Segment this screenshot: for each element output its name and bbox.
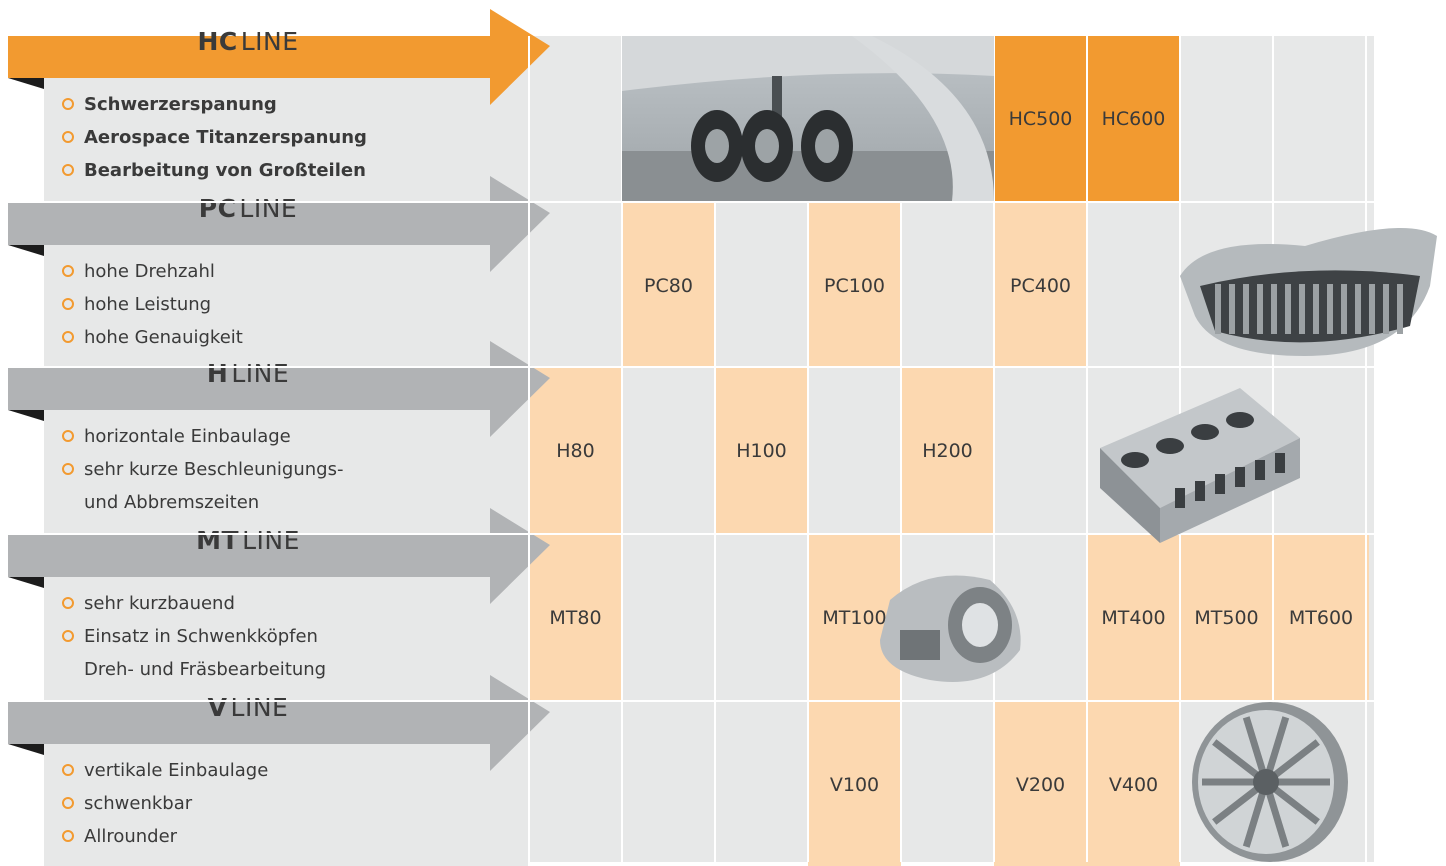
feature-v-2: Allrounder xyxy=(84,826,178,847)
model-cell-h200: H200 xyxy=(901,368,994,533)
bullet-icon xyxy=(62,797,74,809)
arrow-mt-line xyxy=(8,508,550,604)
bullet-icon xyxy=(62,597,74,609)
arrow-v-line xyxy=(8,675,550,771)
title-rest-part: LINE xyxy=(231,359,290,388)
aircraft-landing-gear-image xyxy=(622,36,994,201)
feature-v-1: schwenkbar xyxy=(84,793,193,814)
feature-hc-1: Aerospace Titanzerspanung xyxy=(84,127,367,148)
bullet-icon xyxy=(62,164,74,176)
cylinder-head-image xyxy=(1100,388,1300,543)
feature-pc-0: hohe Drehzahl xyxy=(84,261,215,282)
feature-h-1: sehr kurze Beschleunigungs- xyxy=(84,459,344,480)
feature-mt-0: sehr kurzbauend xyxy=(84,593,235,614)
arrow-hc-line xyxy=(8,9,550,105)
bullet-icon xyxy=(62,98,74,110)
bullet-icon xyxy=(62,830,74,842)
grid-divider xyxy=(993,36,995,862)
bullet-icon xyxy=(62,764,74,776)
row-divider xyxy=(44,366,1374,368)
model-cell-pc80: PC80 xyxy=(622,203,715,368)
arrow-h-line xyxy=(8,341,550,437)
car-grille-image xyxy=(1180,228,1437,356)
title-rest-part: LINE xyxy=(239,194,298,223)
model-cell-v100: V100 xyxy=(808,702,901,866)
title-bold-part: HC xyxy=(197,27,238,56)
row-divider xyxy=(44,700,1374,702)
arrow-pc-line xyxy=(8,176,550,272)
feature-hc-2: Bearbeitung von Großteilen xyxy=(84,160,366,181)
grid-divider xyxy=(621,36,623,862)
model-cell-pc100: PC100 xyxy=(808,203,901,368)
bullet-icon xyxy=(62,463,74,475)
grid-divider xyxy=(528,36,530,862)
feature-h-2: und Abbremszeiten xyxy=(84,492,260,513)
grid-divider xyxy=(1365,36,1367,862)
grid-divider xyxy=(714,36,716,862)
model-cell-mt100: MT100 xyxy=(808,535,901,700)
model-cell-mt400: MT400 xyxy=(1087,535,1180,700)
model-cell-mt600: MT600 xyxy=(1273,535,1369,700)
feature-mt-1: Einsatz in Schwenkköpfen xyxy=(84,626,318,647)
title-bold-part: V xyxy=(207,693,228,722)
bullet-icon xyxy=(62,131,74,143)
row-divider xyxy=(44,201,1374,203)
title-rest-part: LINE xyxy=(240,27,299,56)
model-cell-hc600: HC600 xyxy=(1087,36,1180,201)
bullet-icon xyxy=(62,331,74,343)
model-cell-h80: H80 xyxy=(529,368,622,533)
title-rest-part: LINE xyxy=(242,526,300,555)
model-cell-pc400: PC400 xyxy=(994,203,1087,368)
bullet-icon xyxy=(62,265,74,277)
gearbox-housing-image xyxy=(880,575,1021,682)
feature-hc-0: Schwerzerspanung xyxy=(84,94,277,115)
title-rest-part: LINE xyxy=(230,693,289,722)
feature-pc-2: hohe Genauigkeit xyxy=(84,327,243,348)
feature-v-0: vertikale Einbaulage xyxy=(84,760,269,781)
bullet-icon xyxy=(62,630,74,642)
grid-divider xyxy=(1086,36,1088,862)
bullet-icon xyxy=(62,298,74,310)
model-cell-mt80: MT80 xyxy=(529,535,622,700)
grid-divider xyxy=(900,36,902,862)
feature-mt-2: Dreh- und Fräsbearbeitung xyxy=(84,659,327,680)
model-cell-v200: V200 xyxy=(994,702,1087,866)
grid-divider xyxy=(807,36,809,862)
alloy-wheel-image xyxy=(1192,702,1348,862)
bullet-icon xyxy=(62,430,74,442)
title-bold-part: PC xyxy=(198,194,237,223)
model-cell-mt500: MT500 xyxy=(1180,535,1273,700)
feature-pc-1: hohe Leistung xyxy=(84,294,212,315)
model-cell-h100: H100 xyxy=(715,368,808,533)
model-cell-v400: V400 xyxy=(1087,702,1180,866)
feature-h-0: horizontale Einbaulage xyxy=(84,426,291,447)
title-bold-part: H xyxy=(206,359,229,388)
model-cell-hc500: HC500 xyxy=(994,36,1087,201)
title-bold-part: MT xyxy=(196,526,240,555)
row-divider xyxy=(44,533,1374,535)
